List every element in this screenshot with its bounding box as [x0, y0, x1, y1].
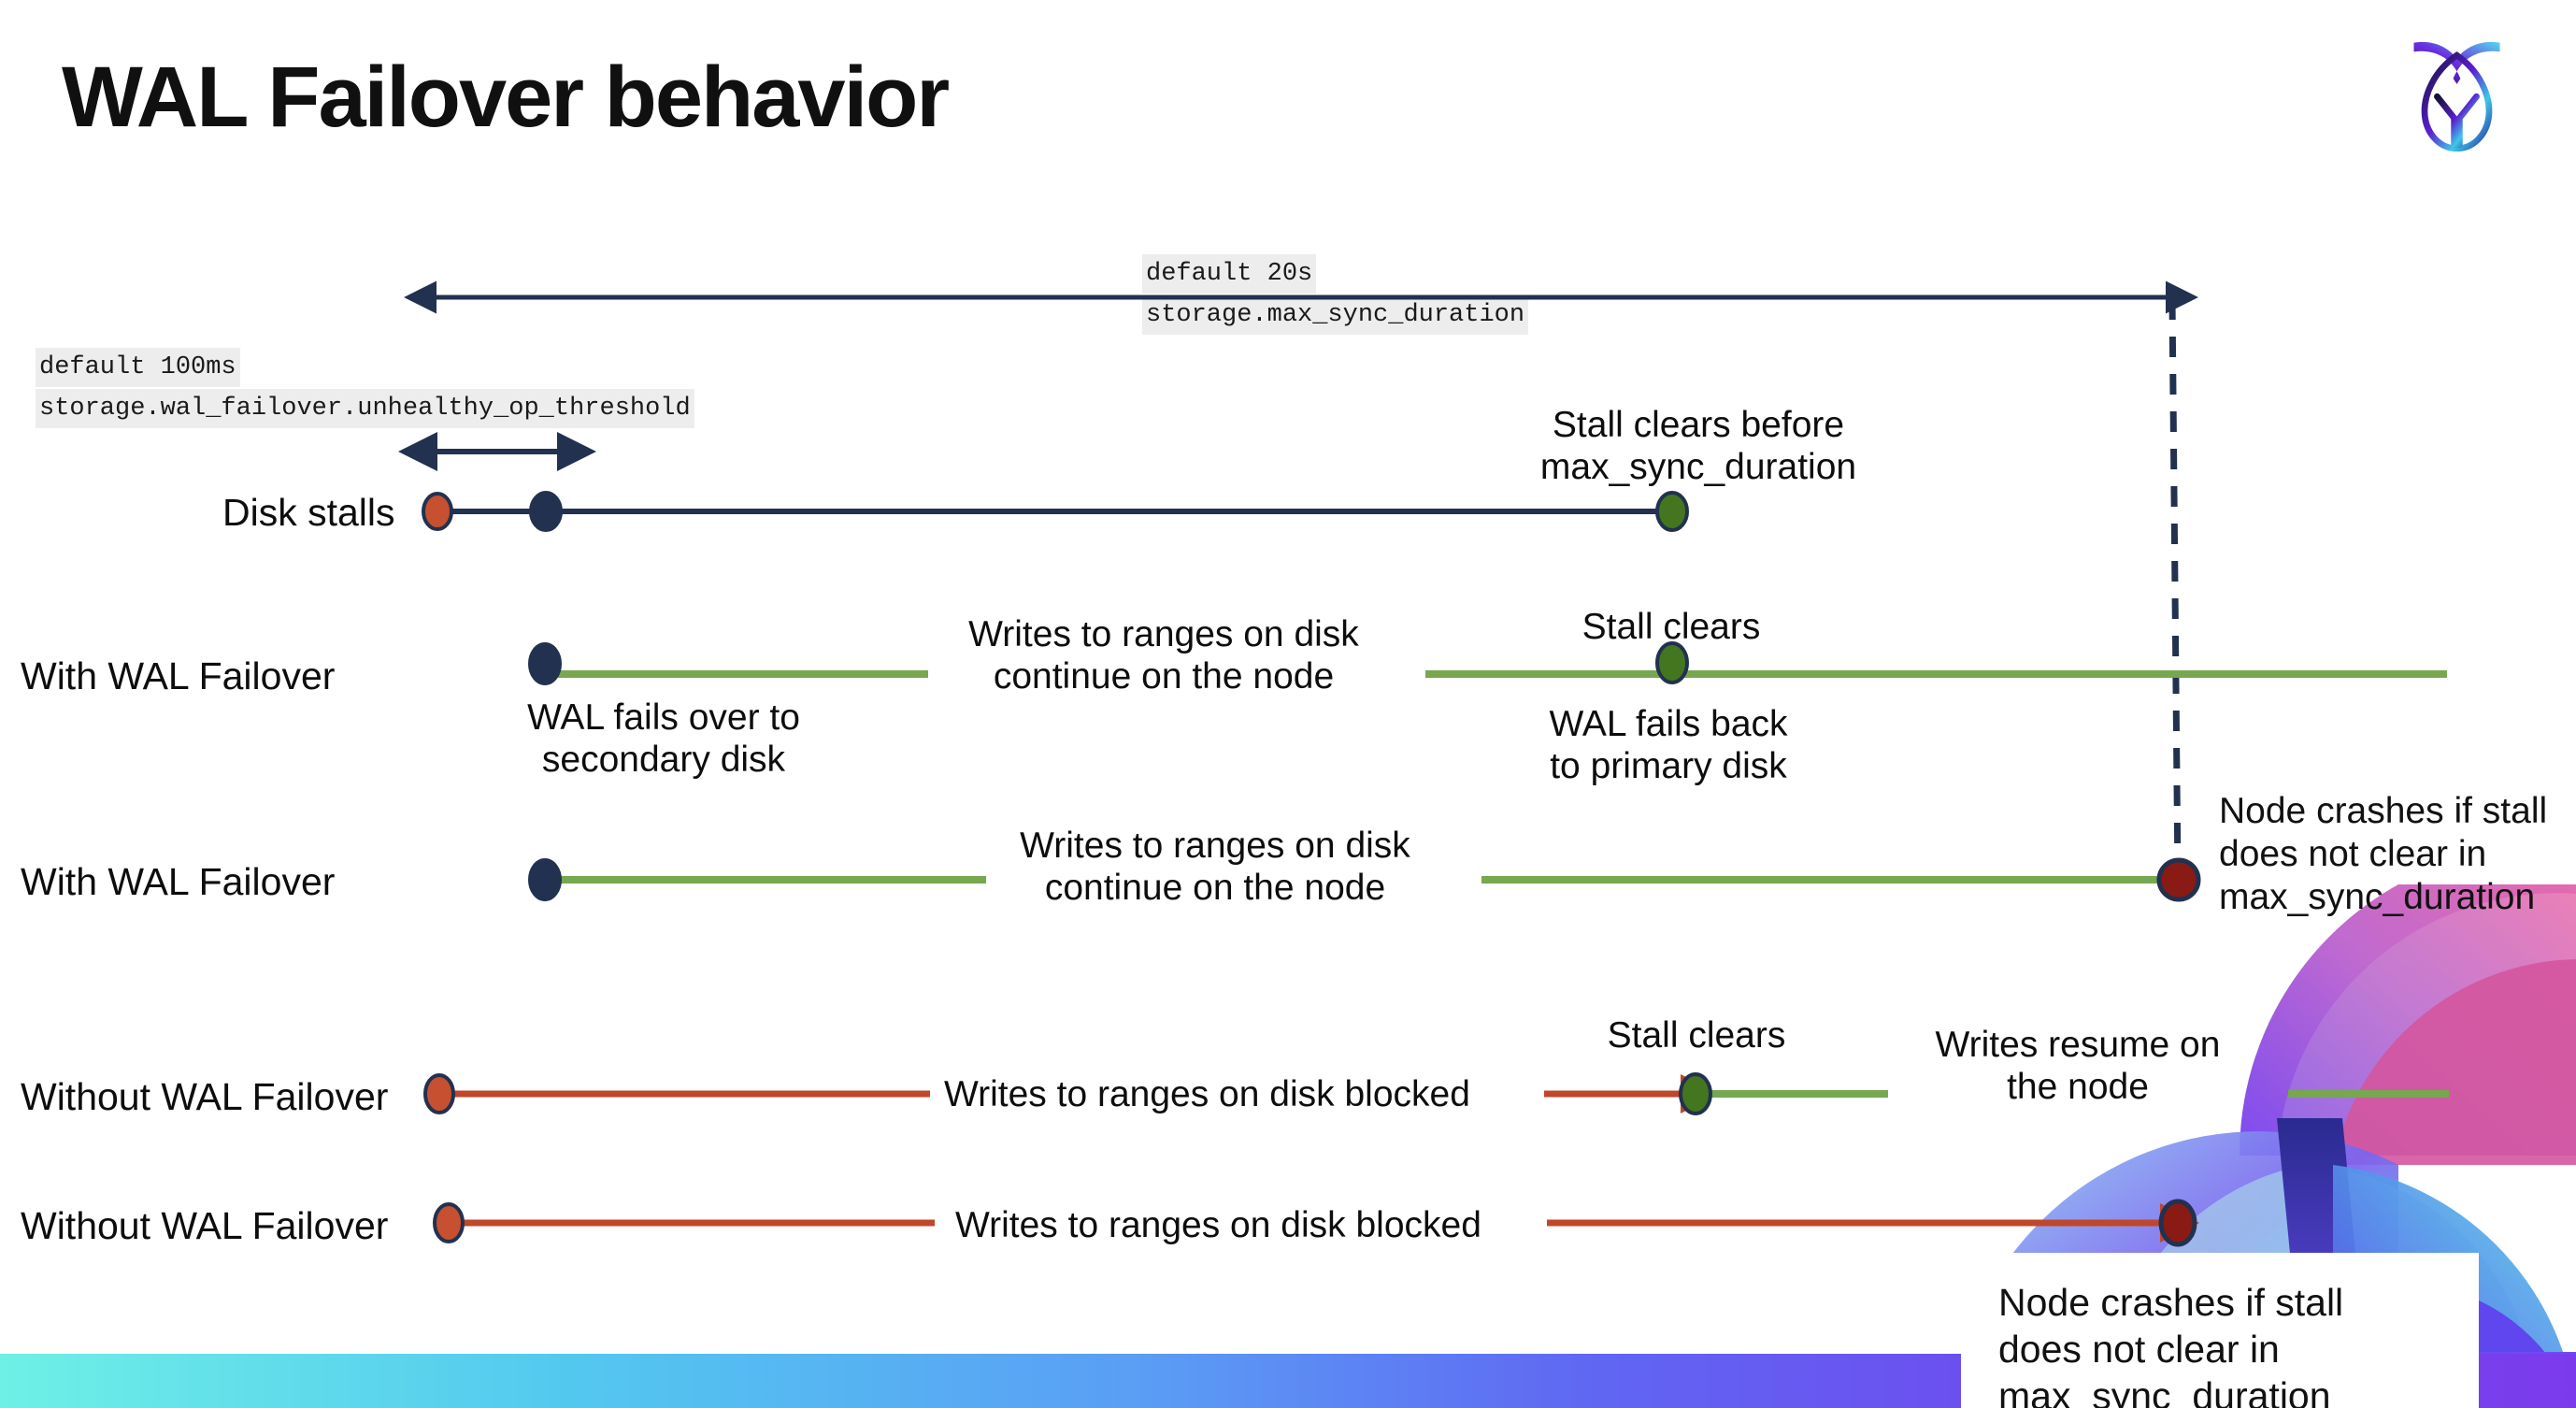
- row-label-disk-stalls: Disk stalls: [222, 491, 395, 534]
- nf2-crash-dot: [2158, 1199, 2197, 1247]
- max-sync-dashed-guide: [2168, 298, 2182, 880]
- nf1-stall-start-dot: [423, 1073, 455, 1114]
- logo-svg: [2413, 41, 2500, 152]
- wf2-failover-dot: [528, 858, 562, 901]
- disk-stall-failover-dot: [529, 491, 563, 532]
- row-label-with-failover-1: With WAL Failover: [21, 654, 336, 697]
- annotation-node-crashes-1: Node crashes if stall does not clear in …: [2219, 791, 2548, 918]
- annotation-writes-continue-2: Writes to ranges on disk continue on the…: [1020, 826, 1410, 909]
- page-title: WAL Failover behavior: [62, 50, 950, 145]
- wf2-crash-dot: [2156, 857, 2201, 902]
- annotation-stall-clears-2: Stall clears: [1607, 1015, 1786, 1056]
- row-label-without-failover-2: Without WAL Failover: [21, 1204, 389, 1247]
- unhealthy-op-name-chip: storage.wal_failover.unhealthy_op_thresh…: [36, 389, 694, 428]
- annotation-stall-clears-before-max-sync: Stall clears before max_sync_duration: [1539, 405, 1857, 488]
- annotation-writes-continue-1: Writes to ranges on disk continue on the…: [968, 614, 1359, 697]
- wf1-stall-clear-dot: [1655, 641, 1689, 684]
- disk-stall-start-dot: [422, 492, 453, 531]
- annotation-writes-resume: Writes resume on the node: [1935, 1025, 2221, 1108]
- disk-stall-clear-dot: [1655, 491, 1689, 532]
- cockroachdb-logo-icon: [2403, 28, 2511, 154]
- annotation-node-crashes-2: Node crashes if stall does not clear in …: [1961, 1253, 2479, 1408]
- annotation-writes-blocked-1: Writes to ranges on disk blocked: [944, 1074, 1470, 1114]
- annotation-stall-clears-1: Stall clears: [1581, 607, 1761, 647]
- row-label-with-failover-2: With WAL Failover: [21, 860, 336, 903]
- annotation-wal-fails-back: WAL fails back to primary disk: [1549, 704, 1788, 787]
- annotation-wal-fails-over: WAL fails over to secondary disk: [527, 697, 800, 781]
- unhealthy-op-default-chip: default 100ms: [36, 348, 240, 387]
- nf1-stall-clear-dot: [1679, 1072, 1712, 1115]
- nf2-stall-start-dot: [433, 1202, 465, 1243]
- wf1-failover-dot: [528, 642, 562, 685]
- annotation-writes-blocked-2: Writes to ranges on disk blocked: [955, 1205, 1481, 1245]
- row-label-without-failover-1: Without WAL Failover: [21, 1075, 389, 1118]
